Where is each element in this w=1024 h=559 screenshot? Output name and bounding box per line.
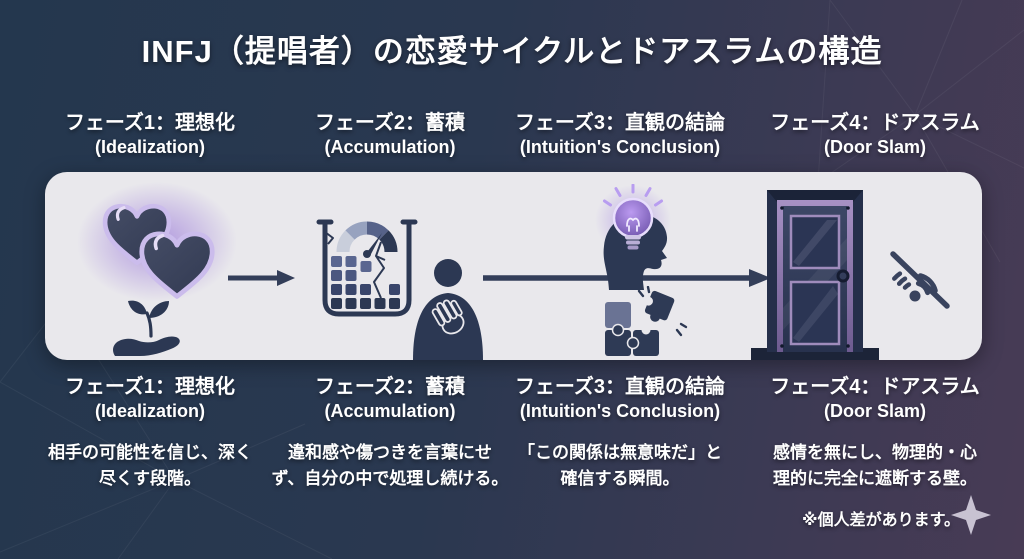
phase4-title-ja: フェーズ4：ドアスラム — [770, 112, 980, 134]
hand-holding-sprout-icon — [113, 300, 180, 356]
phase4-bottom-label: フェーズ4：ドアスラム (Door Slam) — [755, 374, 995, 423]
individual-differences-note: ※個人差があります。 — [802, 512, 960, 529]
phase1-description-line1: 相手の可能性を信じ、深く — [48, 443, 252, 462]
closed-door-icon — [751, 190, 879, 360]
phase4-caption-en: (Door Slam) — [823, 401, 926, 421]
phase3-caption-en: (Intuition's Conclusion) — [519, 401, 721, 421]
phase1-description: 相手の可能性を信じ、深く 尽くす段階。 — [15, 440, 285, 493]
phase2-title-ja: フェーズ2：蓄積 — [314, 112, 466, 134]
head-with-lightbulb-icon — [595, 184, 671, 290]
phase1-title-ja: フェーズ1：理想化 — [64, 112, 236, 134]
phase4-title-en: (Door Slam) — [823, 137, 926, 157]
phase3-top-label: フェーズ3：直観の結論 (Intuition's Conclusion) — [500, 110, 740, 159]
phase1-title-en: (Idealization) — [94, 137, 205, 157]
phase2-description: 違和感や傷つきを言葉にせ ず、自分の中で処理し続ける。 — [255, 440, 525, 493]
person-hand-on-chest-icon — [413, 259, 483, 360]
stress-gauge-container-icon — [316, 219, 418, 317]
phase2-title-en: (Accumulation) — [324, 137, 456, 157]
phase2-caption-en: (Accumulation) — [324, 401, 456, 421]
phase1-description-line2: 尽くす段階。 — [99, 469, 201, 489]
phase4-top-label: フェーズ4：ドアスラム (Door Slam) — [755, 110, 995, 159]
sparkle-icon — [951, 495, 991, 535]
wifi-off-icon — [890, 251, 950, 309]
phase4-description-line2: 理的に完全に遮断する壁。 — [773, 469, 977, 489]
phase3-description-line2: 確信する瞬間。 — [560, 469, 680, 489]
phase4-caption-ja: フェーズ4：ドアスラム — [770, 376, 980, 398]
phase2-bottom-label: フェーズ2：蓄積 (Accumulation) — [270, 374, 510, 423]
phase3-bottom-label: フェーズ3：直観の結論 (Intuition's Conclusion) — [500, 374, 740, 423]
right-arrow-icon — [228, 270, 295, 286]
phase3-caption-ja: フェーズ3：直観の結論 — [514, 376, 726, 398]
phase2-description-line1: 違和感や傷つきを言葉にせ — [288, 443, 492, 462]
glowing-hearts-icon — [77, 182, 237, 302]
phase4-description-line1: 感情を無にし、物理的・心 — [773, 443, 977, 462]
phase3-description-line1: 「この関係は無意味だ」と — [518, 443, 722, 462]
phase1-top-label: フェーズ1：理想化 (Idealization) — [30, 110, 270, 159]
puzzle-pieces-icon — [605, 286, 688, 356]
phase3-title-ja: フェーズ3：直観の結論 — [514, 112, 726, 134]
phase1-caption-en: (Idealization) — [94, 401, 205, 421]
phase1-caption-ja: フェーズ1：理想化 — [64, 376, 236, 398]
phase4-description: 感情を無にし、物理的・心 理的に完全に遮断する壁。 — [740, 440, 1010, 493]
phase2-description-line2: ず、自分の中で処理し続ける。 — [271, 469, 509, 489]
phase2-top-label: フェーズ2：蓄積 (Accumulation) — [270, 110, 510, 159]
phase2-caption-ja: フェーズ2：蓄積 — [314, 376, 466, 398]
phase3-title-en: (Intuition's Conclusion) — [519, 137, 721, 157]
page-title: INFJ（提唱者）の恋愛サイクルとドアスラムの構造 — [141, 34, 883, 69]
illustration-band — [45, 172, 982, 360]
phase3-description: 「この関係は無意味だ」と 確信する瞬間。 — [485, 440, 755, 493]
phase1-bottom-label: フェーズ1：理想化 (Idealization) — [30, 374, 270, 423]
